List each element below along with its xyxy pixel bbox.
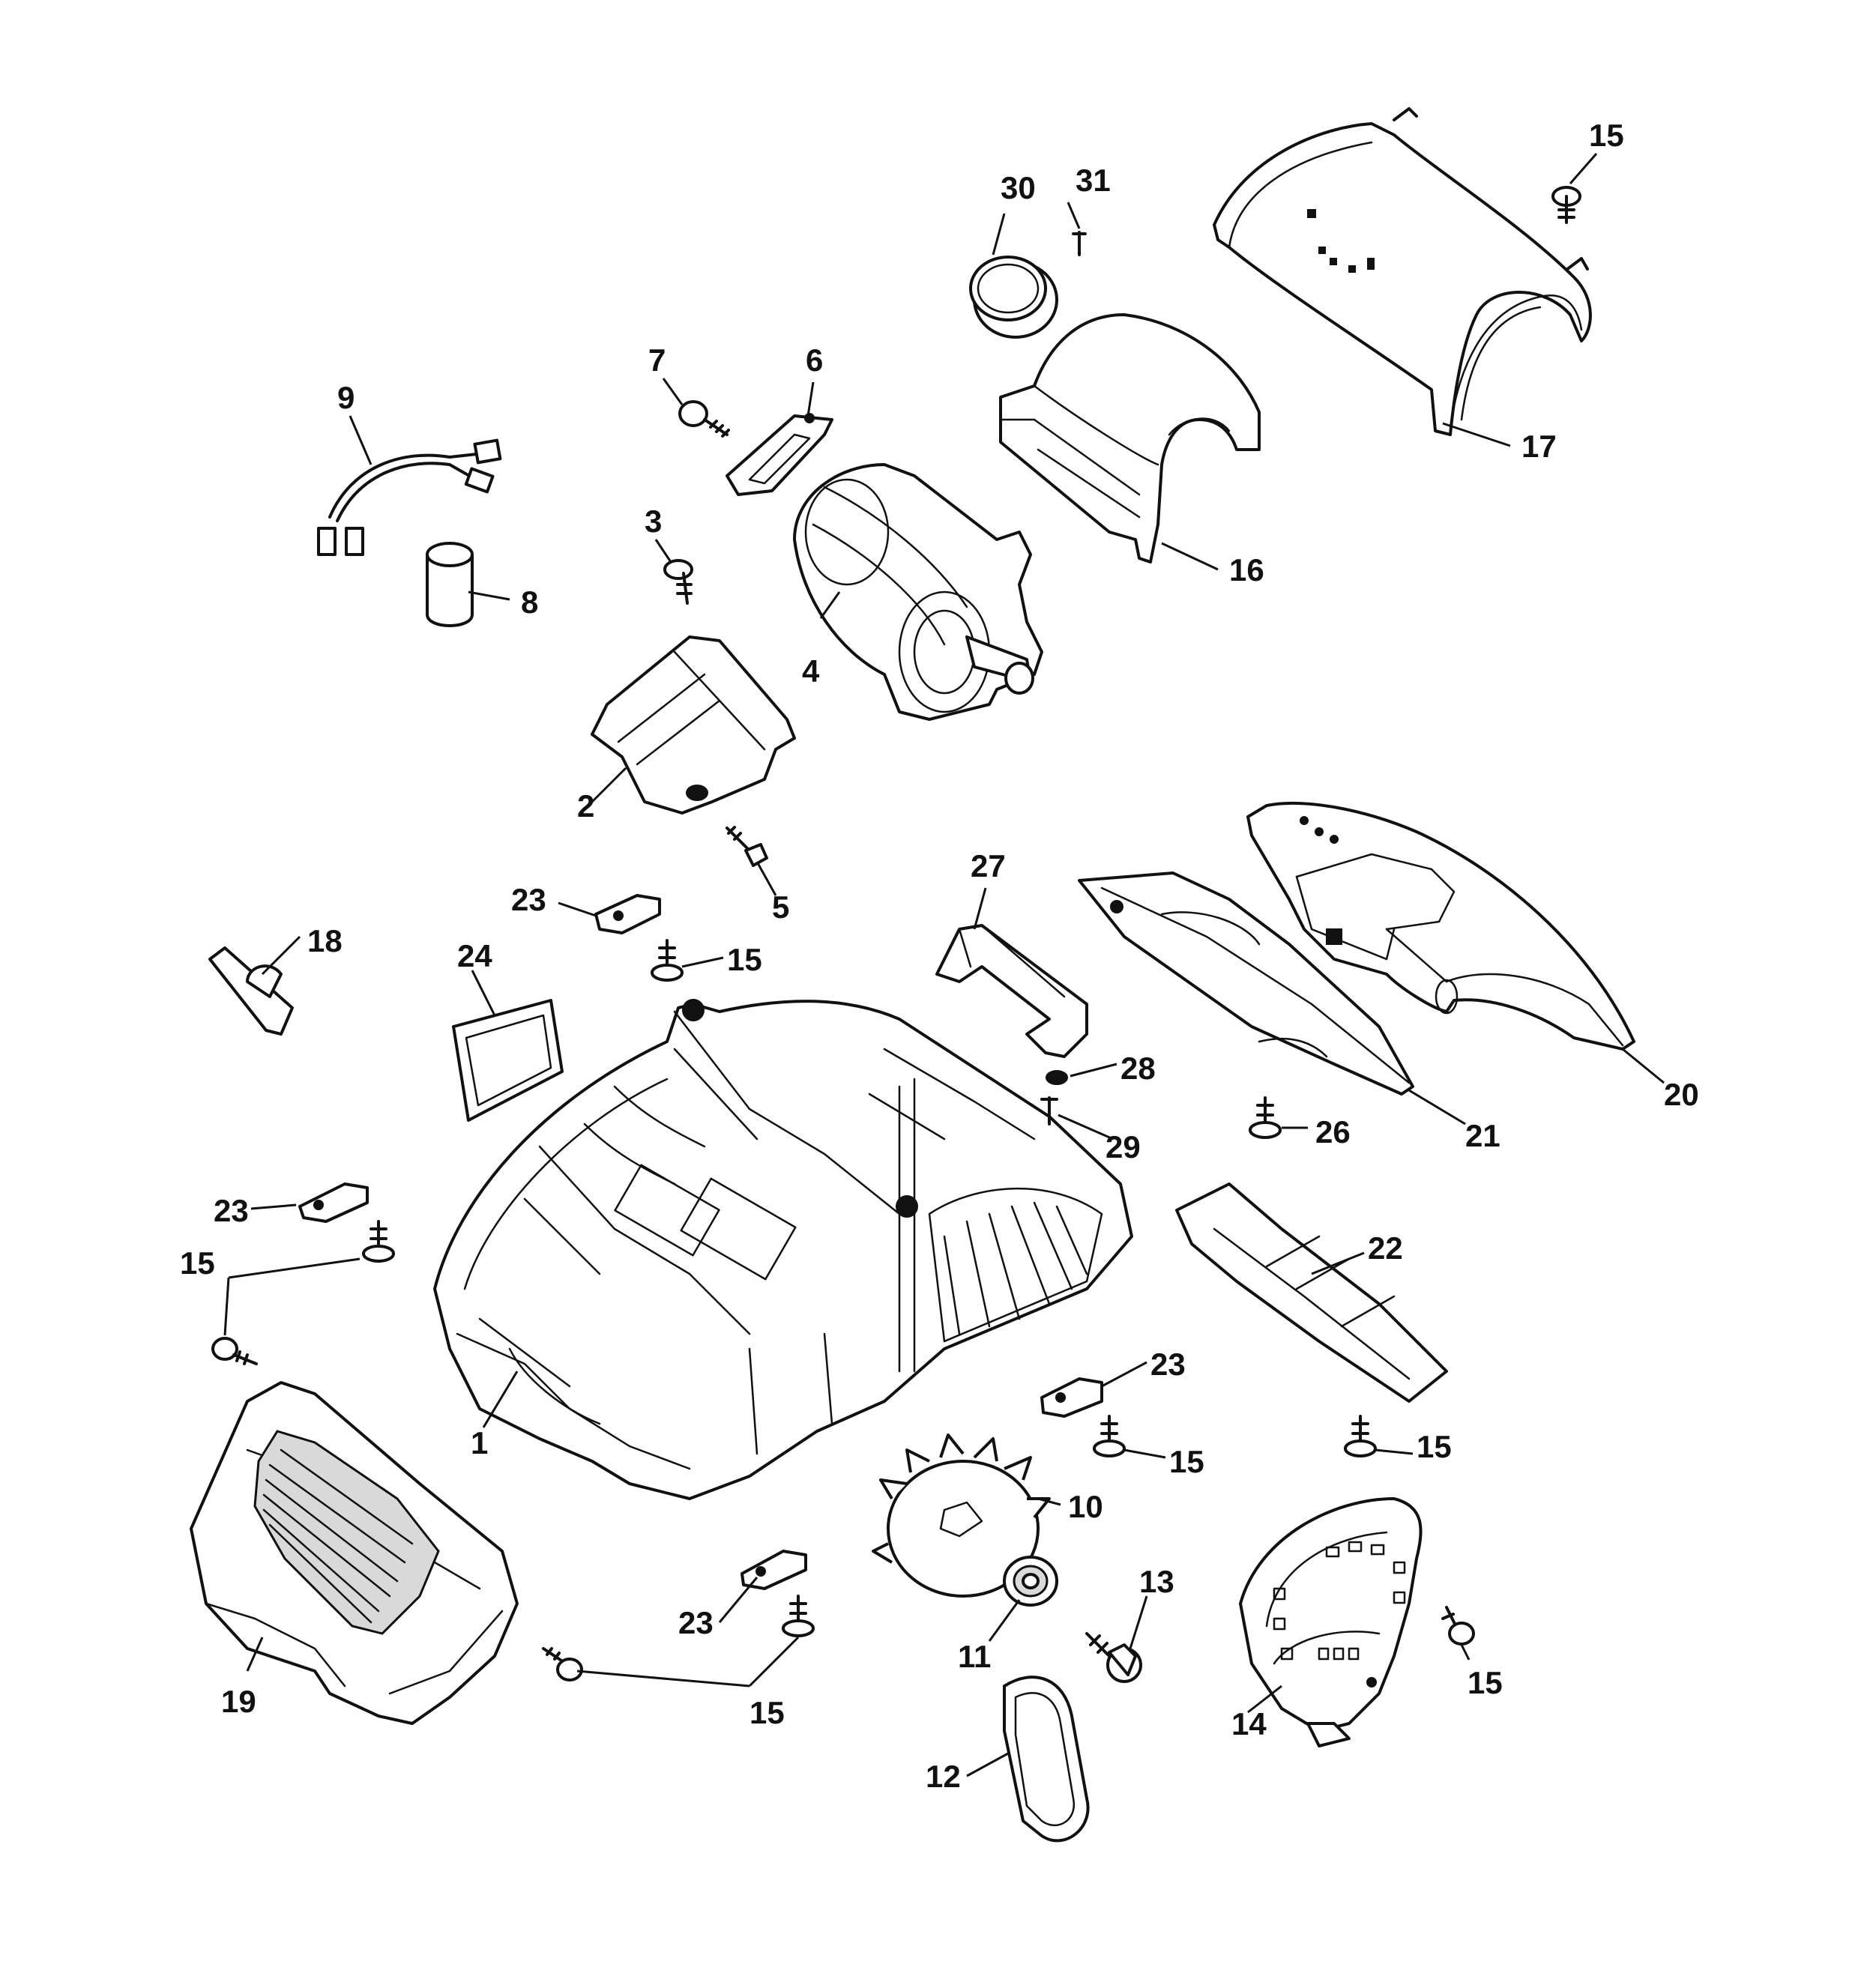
callout-15-right: 15 <box>1417 1429 1452 1464</box>
part-28-washer <box>1046 1070 1068 1085</box>
part-18-nozzle <box>208 946 294 1036</box>
callout-15-bottom-right: 15 <box>1468 1665 1503 1700</box>
part-1-main-housing <box>433 999 1133 1500</box>
callout-15-top-right: 15 <box>1589 118 1624 153</box>
part-13-bolt <box>1085 1632 1142 1683</box>
callout-labels: 1 2 3 4 5 6 7 8 9 10 11 12 13 14 15 15 1… <box>180 118 1699 1794</box>
callout-8: 8 <box>521 584 538 620</box>
part-24-filter-frame <box>452 999 564 1122</box>
callout-9: 9 <box>337 380 355 415</box>
part-30-ring <box>969 256 1058 339</box>
part-4-motor <box>793 463 1043 721</box>
callout-2: 2 <box>577 788 594 824</box>
callout-16: 16 <box>1229 552 1264 587</box>
callout-20: 20 <box>1664 1077 1699 1112</box>
part-23-clip-b <box>298 1182 369 1223</box>
part-12-drive-belt <box>1003 1676 1090 1843</box>
callout-27: 27 <box>971 848 1006 883</box>
part-8-capacitor <box>426 542 474 627</box>
callout-26: 26 <box>1315 1114 1351 1149</box>
part-19-grille-cover <box>190 1381 519 1725</box>
part-15-screw-center-right <box>1093 1415 1126 1457</box>
part-21-panel <box>1078 871 1414 1096</box>
part-23-clip-a <box>594 894 661 934</box>
callout-31: 31 <box>1076 163 1111 198</box>
part-20-lid <box>1246 801 1635 1051</box>
callout-28: 28 <box>1120 1051 1156 1086</box>
callout-15-upper-middle: 15 <box>727 942 762 977</box>
callout-23-upper: 23 <box>511 882 546 917</box>
callout-14: 14 <box>1231 1706 1267 1741</box>
part-15-screw-bottom-right <box>1441 1606 1475 1646</box>
part-15-screw-upper-middle <box>651 939 684 982</box>
part-7-screw <box>678 400 730 438</box>
part-15-screw-bottom-left <box>542 1647 583 1682</box>
part-5-screw <box>726 826 768 867</box>
part-15-screw-left-lower <box>211 1337 258 1365</box>
callout-21: 21 <box>1465 1118 1500 1153</box>
part-9-wiring-harness <box>317 438 502 556</box>
callout-15-left: 15 <box>180 1245 215 1281</box>
part-23-clip-c <box>1040 1377 1103 1418</box>
part-11-pulley <box>1003 1556 1058 1607</box>
leader-lines <box>223 153 1665 1777</box>
callout-4: 4 <box>802 653 820 689</box>
callout-24: 24 <box>457 938 492 973</box>
callout-10: 10 <box>1068 1489 1103 1524</box>
part-31-screw <box>1072 231 1087 256</box>
part-16-motor-housing <box>999 313 1261 564</box>
callout-30: 30 <box>1001 170 1036 205</box>
part-6-bracket <box>726 413 833 496</box>
callout-3: 3 <box>645 504 662 539</box>
callout-23-left: 23 <box>214 1193 249 1228</box>
callout-22: 22 <box>1368 1230 1403 1266</box>
part-14-belt-cover <box>1239 1497 1423 1747</box>
callout-19: 19 <box>221 1684 256 1719</box>
part-15-screw-bottom <box>782 1595 815 1637</box>
callout-12: 12 <box>926 1759 961 1794</box>
part-26-screw <box>1249 1096 1282 1139</box>
part-2-shield-plate <box>591 635 796 815</box>
part-27-handle <box>935 924 1088 1058</box>
callout-23-bottom: 23 <box>678 1605 714 1640</box>
callout-5: 5 <box>772 889 789 925</box>
part-23-clip-d <box>741 1550 807 1590</box>
part-15-screw-top <box>1551 186 1581 224</box>
callout-15-center-right: 15 <box>1169 1444 1204 1479</box>
part-3-screw <box>663 559 693 605</box>
part-10-fan-impeller <box>872 1433 1051 1598</box>
part-22-tray <box>1175 1182 1448 1403</box>
callout-11: 11 <box>958 1639 991 1674</box>
callout-7: 7 <box>648 342 666 378</box>
callout-13: 13 <box>1139 1564 1174 1599</box>
part-15-screw-left <box>362 1220 395 1263</box>
callout-15-bottom: 15 <box>749 1695 785 1730</box>
callout-6: 6 <box>806 342 823 378</box>
callout-18: 18 <box>307 923 343 958</box>
callout-17: 17 <box>1521 429 1557 464</box>
part-29-screw <box>1040 1096 1058 1126</box>
callout-29: 29 <box>1106 1129 1141 1164</box>
part-15-screw-right <box>1344 1415 1377 1457</box>
callout-23-right: 23 <box>1150 1347 1186 1382</box>
part-17-top-cover <box>1213 107 1592 436</box>
callout-1: 1 <box>471 1425 488 1460</box>
